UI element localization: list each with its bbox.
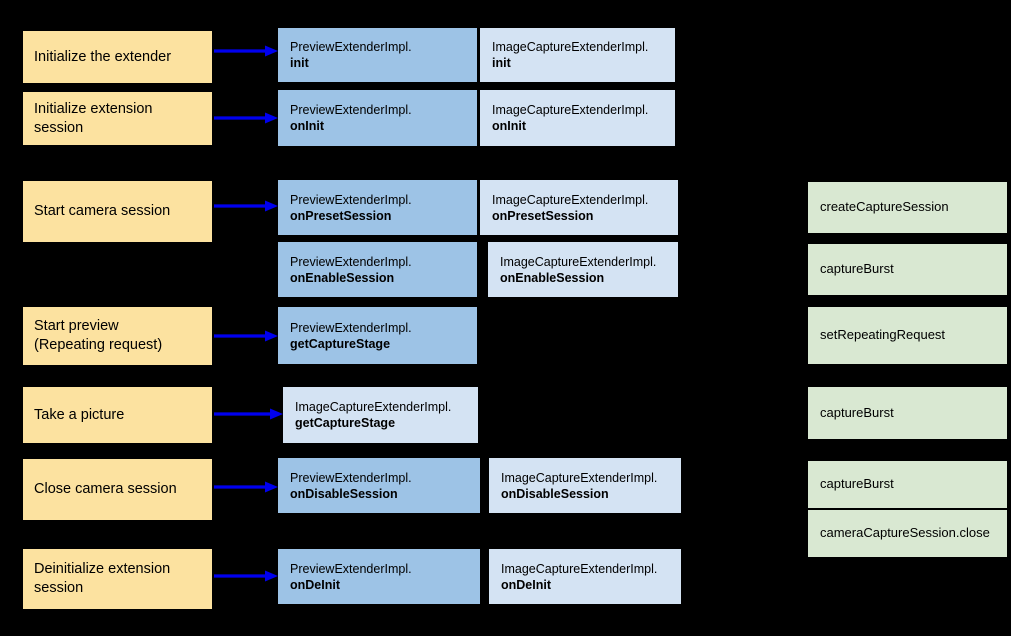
camera2-api-label: setRepeatingRequest [820,327,946,343]
arrow-start-camera-session-icon [214,200,278,212]
camera2-box-createcapturesession: createCaptureSession [808,182,1007,233]
class-name-label: ImageCaptureExtenderImpl. [492,192,649,207]
class-name-label: ImageCaptureExtenderImpl. [492,103,649,117]
class-name-label: PreviewExtenderImpl. [290,470,412,485]
method-name-label: onEnableSession [500,270,605,285]
stage-label: Deinitialize extension session [34,561,171,596]
class-name-label: PreviewExtenderImpl. [290,320,412,335]
stage-box-take-a-picture: Take a picture [23,387,212,443]
stage-box-init-extension-session: Initialize extension session [23,92,212,145]
camera2-box-captureburst-still: captureBurst [808,387,1007,439]
class-name-label: ImageCaptureExtenderImpl. [295,400,452,414]
stage-label: Close camera session [34,481,177,498]
imagecapture-box-imagecapture-onenablesession: ImageCaptureExtenderImpl.onEnableSession [488,242,678,297]
imagecapture-box-imagecapture-ondisablesession: ImageCaptureExtenderImpl.onDisableSessio… [489,458,681,513]
method-name-label: onDisableSession [290,486,398,501]
method-name-label: onEnableSession [290,270,395,285]
method-name-label: onInit [290,119,325,133]
camera2-api-label: createCaptureSession [820,199,949,215]
stage-label: Start preview (Repeating request) [34,318,163,353]
preview-box-preview-init: PreviewExtenderImpl. init [278,28,477,82]
imagecapture-box-imagecapture-oninit: ImageCaptureExtenderImpl. onInit [480,90,675,146]
stage-box-start-camera-session: Start camera session [23,181,212,242]
arrow-take-a-picture-icon [214,408,283,420]
stage-box-init-extender: Initialize the extender [23,31,212,83]
stage-label: Initialize the extender [34,48,172,65]
class-name-label: ImageCaptureExtenderImpl. [501,470,658,485]
camera2-api-label: captureBurst [820,476,894,492]
preview-box-preview-getcapturestage: PreviewExtenderImpl.getCaptureStage [278,307,477,364]
method-name-label: init [492,56,511,70]
imagecapture-box-imagecapture-onpresetsession: ImageCaptureExtenderImpl.onPresetSession [480,180,678,235]
camera2-api-label: captureBurst [820,261,894,277]
stage-box-start-preview: Start preview (Repeating request) [23,307,212,365]
arrow-start-preview-icon [214,330,278,342]
camera2-box-captureburst-close: captureBurst [808,461,1007,508]
method-name-label: init [290,56,309,70]
imagecapture-box-imagecapture-ondeinit: ImageCaptureExtenderImpl.onDeInit [489,549,681,604]
imagecapture-box-imagecapture-init: ImageCaptureExtenderImpl. init [480,28,675,82]
class-name-label: PreviewExtenderImpl. [290,561,412,576]
arrow-close-camera-session-icon [214,481,278,493]
class-name-label: PreviewExtenderImpl. [290,254,412,269]
camera2-box-setrepeatingrequest: setRepeatingRequest [808,307,1007,364]
method-name-label: onInit [492,119,527,133]
class-name-label: PreviewExtenderImpl. [290,103,412,117]
class-name-label: ImageCaptureExtenderImpl. [500,254,657,269]
arrow-deinit-extension-session-icon [214,570,278,582]
stage-label: Initialize extension session [34,100,153,136]
method-name-label: getCaptureStage [295,416,396,430]
preview-box-preview-onenablesession: PreviewExtenderImpl.onEnableSession [278,242,477,297]
camera2-api-label: cameraCaptureSession.close [820,525,990,541]
method-name-label: onPresetSession [492,208,594,223]
camera2-box-captureburst-preview: captureBurst [808,244,1007,295]
stage-box-close-camera-session: Close camera session [23,459,212,520]
preview-box-preview-ondisablesession: PreviewExtenderImpl.onDisableSession [278,458,480,513]
stage-label: Start camera session [34,203,171,220]
method-name-label: getCaptureStage [290,336,391,351]
method-name-label: onPresetSession [290,208,392,223]
method-name-label: onDeInit [290,577,340,592]
imagecapture-box-imagecapture-getcapturestage: ImageCaptureExtenderImpl. getCaptureStage [283,387,478,443]
preview-box-preview-ondeinit: PreviewExtenderImpl.onDeInit [278,549,480,604]
class-name-label: PreviewExtenderImpl. [290,192,412,207]
arrow-init-extender-icon [214,45,278,57]
method-name-label: onDeInit [501,577,551,592]
class-name-label: ImageCaptureExtenderImpl. [501,561,658,576]
class-name-label: PreviewExtenderImpl. [290,40,412,54]
camera2-box-cameracapturesession-close: cameraCaptureSession.close [808,510,1007,557]
camera2-api-label: captureBurst [820,404,894,420]
method-name-label: onDisableSession [501,486,609,501]
preview-box-preview-oninit: PreviewExtenderImpl. onInit [278,90,477,146]
preview-box-preview-onpresetsession: PreviewExtenderImpl.onPresetSession [278,180,477,235]
class-name-label: ImageCaptureExtenderImpl. [492,40,649,54]
arrow-init-extension-session-icon [214,112,278,124]
stage-box-deinit-extension-session: Deinitialize extension session [23,549,212,609]
stage-label: Take a picture [34,406,125,423]
